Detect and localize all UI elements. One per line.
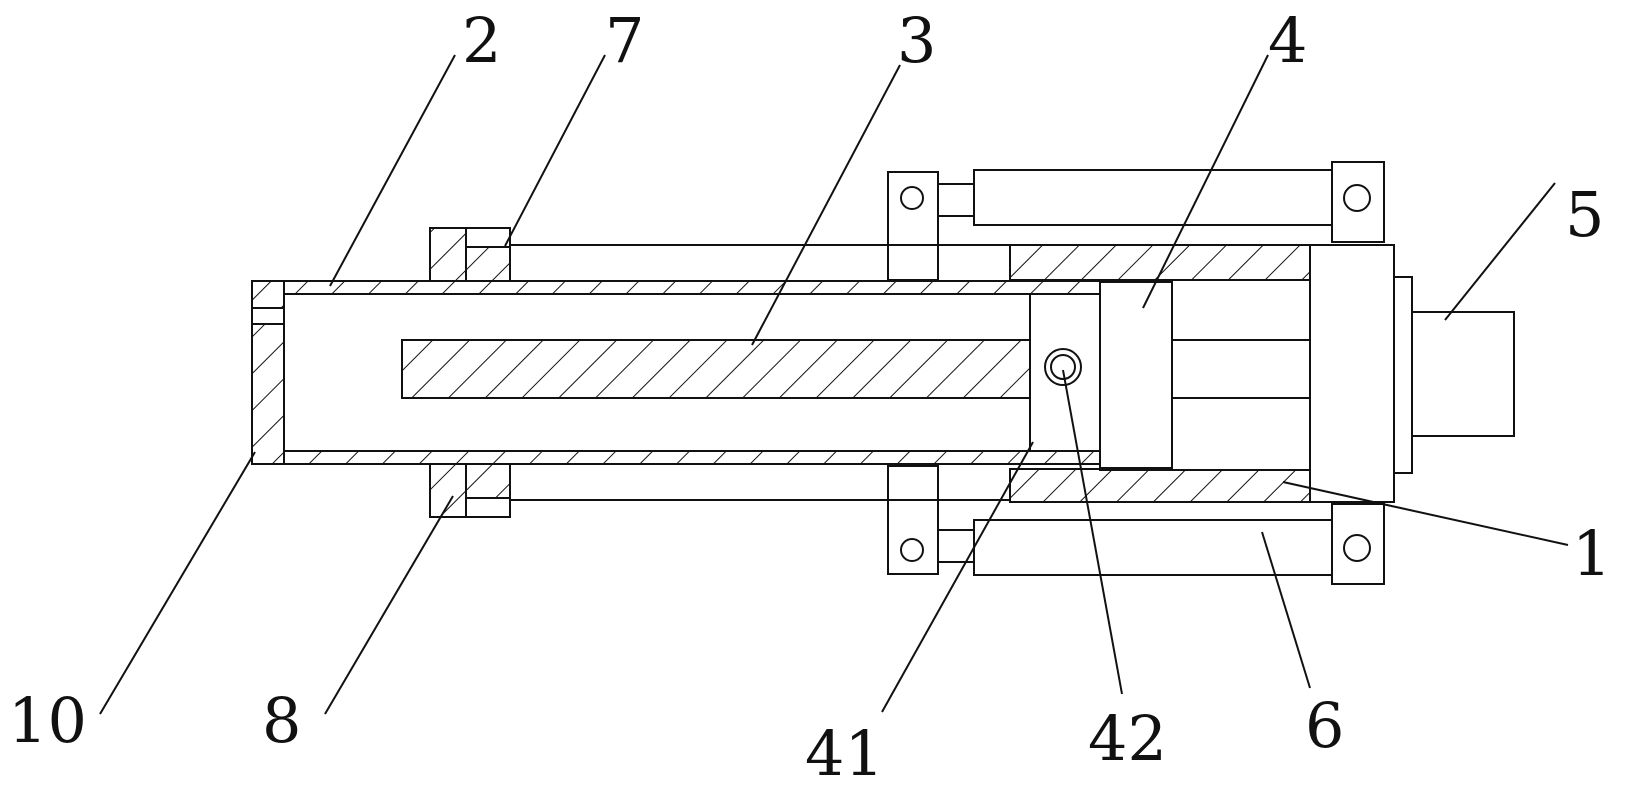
lower-left-pin (901, 539, 923, 561)
tube-bottom-wall (252, 451, 1100, 464)
upper-right-pin (1344, 185, 1370, 211)
end-cap-bottom (252, 324, 284, 464)
callout-41: 41 (805, 717, 884, 786)
leader-10 (100, 452, 255, 714)
end-cap-vent (252, 308, 284, 324)
callout-4: 4 (1268, 4, 1307, 77)
upper-left-pin (901, 187, 923, 209)
callout-1: 1 (1572, 517, 1611, 590)
flange-upper-inner (466, 247, 510, 281)
sleeve-lower-wall (1010, 469, 1310, 502)
slider-block (1100, 282, 1172, 468)
lower-right-pin (1344, 535, 1370, 561)
upper-cylinder-body (974, 170, 1332, 225)
flange-upper-outer (430, 228, 466, 281)
upper-piston-rod (938, 184, 974, 216)
motor-flange (1394, 277, 1412, 473)
flange-upper-gap (466, 228, 510, 247)
tube-top-wall (252, 281, 1100, 294)
leader-7 (505, 55, 605, 246)
flange-lower-inner (466, 464, 510, 498)
callout-42: 42 (1088, 702, 1167, 775)
callout-10: 10 (8, 684, 87, 757)
end-plate (1310, 245, 1394, 502)
flange-lower-outer (430, 464, 466, 517)
callout-8: 8 (262, 684, 301, 757)
lower-cylinder-body (974, 520, 1332, 575)
end-cap-top (252, 281, 284, 308)
flange-lower-gap (466, 498, 510, 517)
callout-5: 5 (1565, 178, 1604, 251)
callout-7: 7 (605, 4, 644, 77)
motor (1412, 312, 1514, 436)
leader-8 (325, 496, 453, 714)
callout-3: 3 (897, 4, 936, 77)
callout-2: 2 (462, 4, 501, 77)
leader-5 (1445, 183, 1555, 320)
callout-6: 6 (1305, 689, 1344, 762)
